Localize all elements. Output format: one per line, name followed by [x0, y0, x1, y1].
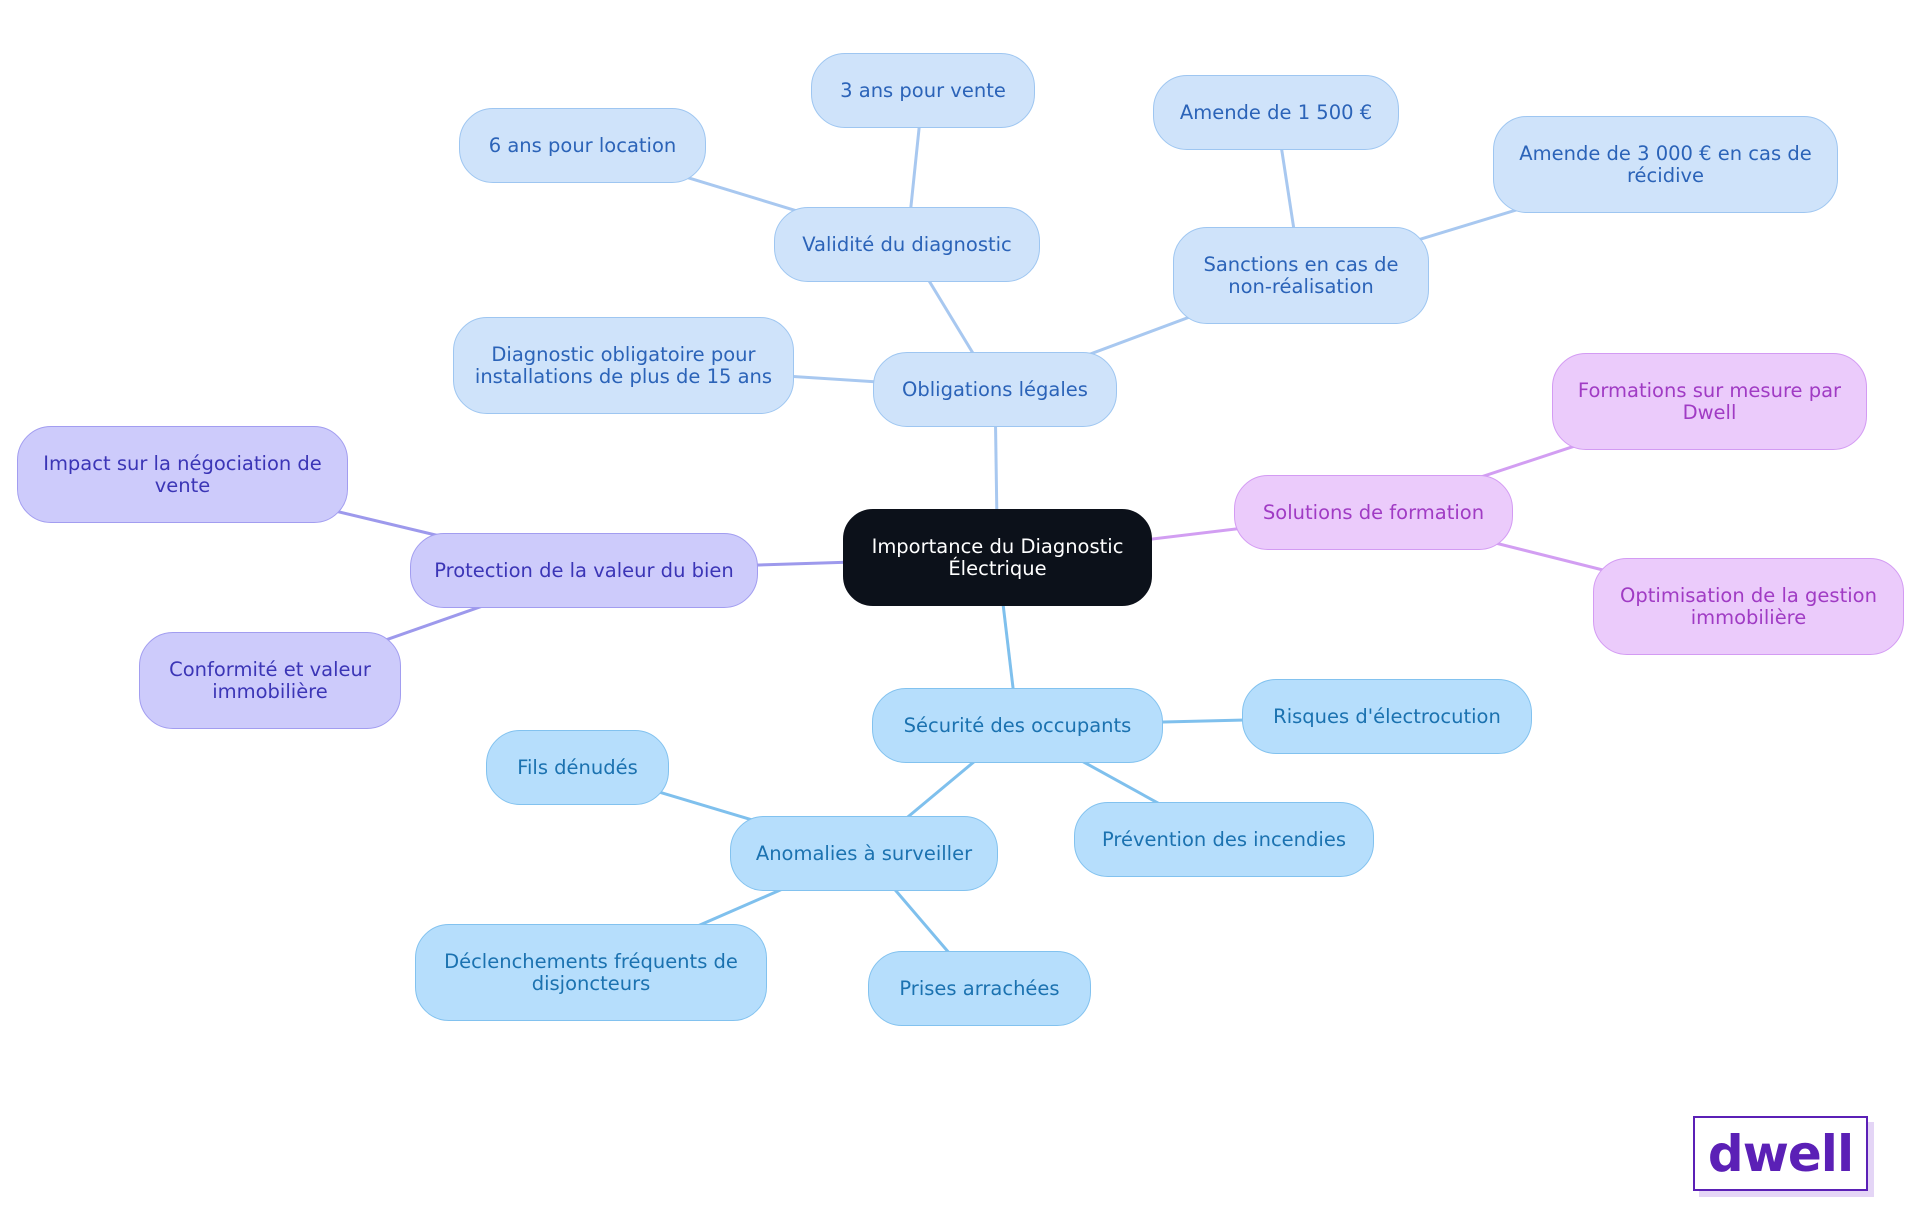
node-anomalies-surveiller[interactable]: Anomalies à surveiller — [730, 816, 998, 891]
node-6-ans-location[interactable]: 6 ans pour location — [459, 108, 706, 183]
node-diagnostic-obligatoire[interactable]: Diagnostic obligatoire pour installation… — [453, 317, 794, 414]
node-securite-occupants[interactable]: Sécurité des occupants — [872, 688, 1163, 763]
node-conformite-valeur[interactable]: Conformité et valeur immobilière — [139, 632, 401, 729]
node-prevention-incendies[interactable]: Prévention des incendies — [1074, 802, 1374, 877]
root-node[interactable]: Importance du Diagnostic Électrique — [843, 509, 1152, 606]
node-sanctions[interactable]: Sanctions en cas de non-réalisation — [1173, 227, 1429, 324]
node-amende-1500[interactable]: Amende de 1 500 € — [1153, 75, 1399, 150]
node-solutions-formation[interactable]: Solutions de formation — [1234, 475, 1513, 550]
node-risques-electrocution[interactable]: Risques d'électrocution — [1242, 679, 1532, 754]
node-declenchements-disjoncteurs[interactable]: Déclenchements fréquents de disjoncteurs — [415, 924, 767, 1021]
node-fils-denudes[interactable]: Fils dénudés — [486, 730, 669, 805]
node-impact-negociation[interactable]: Impact sur la négociation de vente — [17, 426, 348, 523]
node-formations-sur-mesure[interactable]: Formations sur mesure par Dwell — [1552, 353, 1867, 450]
node-prises-arrachees[interactable]: Prises arrachées — [868, 951, 1091, 1026]
node-protection-valeur[interactable]: Protection de la valeur du bien — [410, 533, 758, 608]
node-obligations-legales[interactable]: Obligations légales — [873, 352, 1117, 427]
node-3-ans-vente[interactable]: 3 ans pour vente — [811, 53, 1035, 128]
node-optimisation-gestion[interactable]: Optimisation de la gestion immobilière — [1593, 558, 1904, 655]
node-amende-3000[interactable]: Amende de 3 000 € en cas de récidive — [1493, 116, 1838, 213]
node-validite-diagnostic[interactable]: Validité du diagnostic — [774, 207, 1040, 282]
dwell-logo: dwell — [1693, 1116, 1868, 1191]
